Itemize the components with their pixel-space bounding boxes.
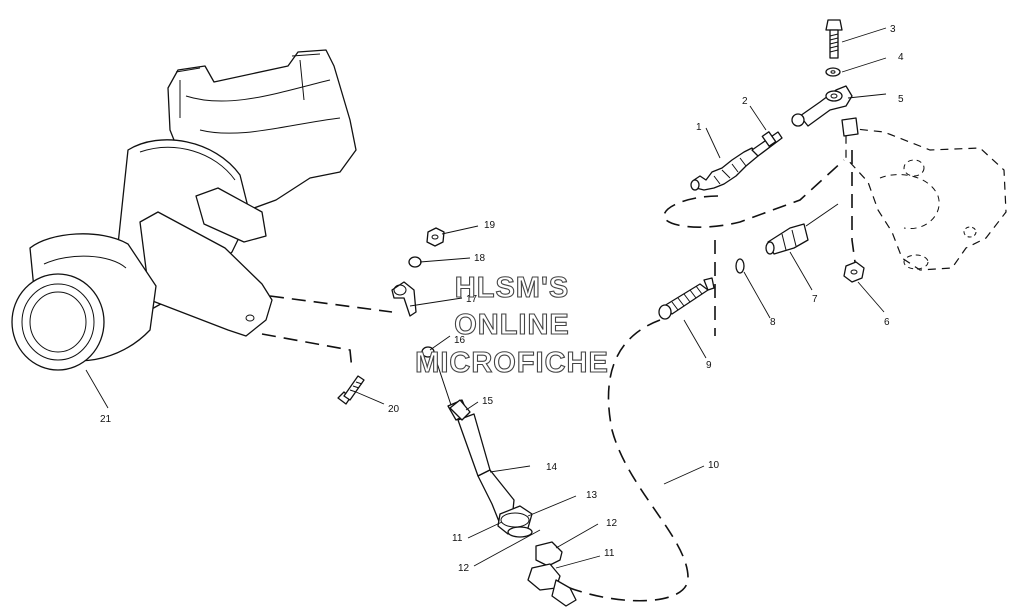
callout-8: 8 [770, 317, 776, 328]
callout-6: 6 [884, 317, 890, 328]
part-9-threaded-fitting [658, 277, 715, 320]
callout-18: 18 [474, 253, 486, 264]
part-1-cable-boot [690, 147, 759, 191]
routing-dashes [261, 150, 856, 602]
callout-14: 14 [546, 462, 558, 473]
callout-1: 1 [696, 122, 702, 133]
callout-3: 3 [890, 24, 896, 35]
callout-11-upper: 11 [452, 533, 463, 544]
callout-9: 9 [706, 360, 712, 371]
part-19-nut [426, 227, 445, 247]
watermark-line-1: HLSM'S [455, 272, 569, 304]
part-8-washer [735, 258, 745, 274]
part-15-boot [449, 399, 471, 421]
callout-15: 15 [482, 396, 494, 407]
watermark-line-3: MICROFICHE [415, 347, 609, 379]
callout-4: 4 [898, 52, 904, 63]
mounting-bracket-phantom [841, 117, 1007, 271]
part-20-bolt [337, 375, 365, 405]
callout-12-upper: 12 [606, 518, 618, 529]
callout-16: 16 [454, 335, 466, 346]
part-14-cable-housing [435, 359, 515, 525]
callout-11-lower: 11 [604, 548, 615, 559]
part-3-bolt [825, 19, 843, 59]
part-11-nut-lower [527, 541, 577, 607]
callout-10: 10 [708, 460, 720, 471]
callout-12-lower: 12 [458, 563, 470, 574]
part-17-rod-end [391, 281, 417, 317]
callouts: 1 2 3 4 5 6 7 8 9 10 11 11 12 12 13 14 1… [100, 24, 904, 574]
callout-7: 7 [812, 294, 818, 305]
leader-lines [85, 27, 887, 569]
part-4-washer [825, 67, 841, 77]
part-12-washer-upper [507, 526, 533, 538]
part-21-steering-post [11, 49, 357, 371]
part-2-threaded-end [751, 131, 783, 157]
callout-21: 21 [100, 414, 112, 425]
watermark-line-2: ONLINE [454, 309, 570, 341]
callout-17: 17 [466, 294, 478, 305]
callout-5: 5 [898, 94, 904, 105]
callout-19: 19 [484, 220, 496, 231]
part-6-nut [843, 261, 865, 283]
callout-13: 13 [586, 490, 598, 501]
part-18-washer [408, 256, 422, 268]
part-7-adjuster [765, 203, 839, 255]
callout-20: 20 [388, 404, 400, 415]
callout-2: 2 [742, 96, 748, 107]
watermark: HLSM'S ONLINE MICROFICHE [415, 271, 609, 379]
part-5-rod-end [791, 85, 853, 127]
